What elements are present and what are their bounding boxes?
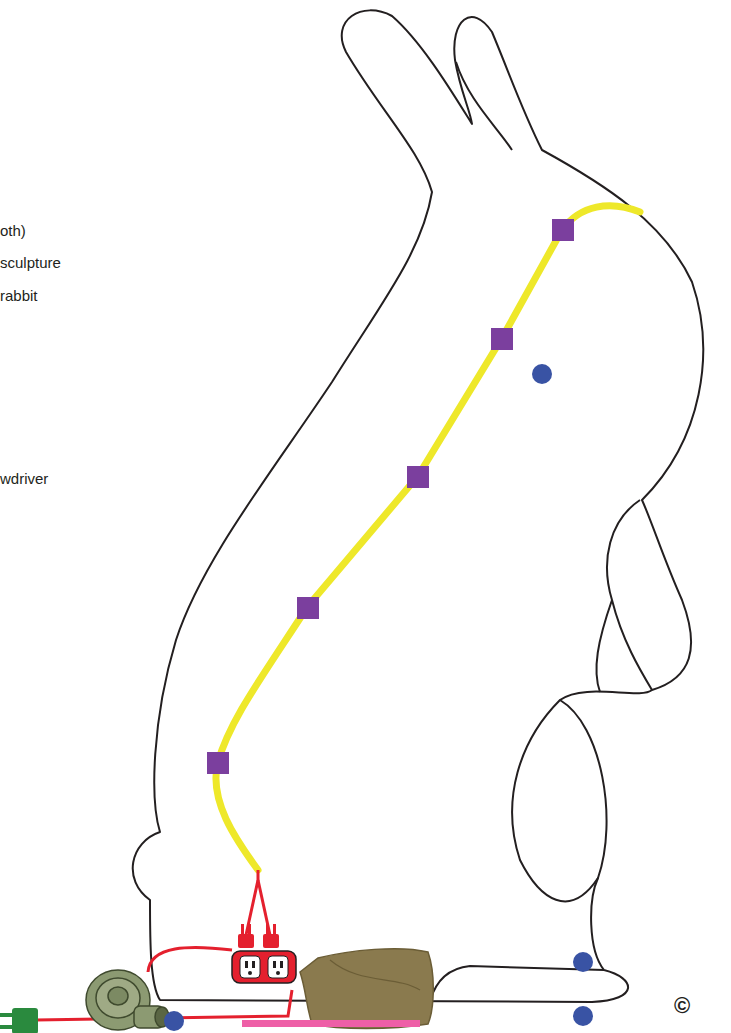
power-strip — [232, 951, 296, 983]
anchor-points — [164, 364, 593, 1031]
red-plugs — [238, 924, 279, 948]
base-bar — [242, 1020, 420, 1027]
sandbag — [300, 949, 433, 1029]
sandbag-fold — [330, 960, 420, 990]
hind-leg-line — [512, 700, 598, 901]
rabbit-outline — [133, 10, 703, 1002]
hind-foot-line — [430, 966, 604, 1001]
cut-label: oth) — [0, 222, 26, 240]
power-cords — [36, 870, 292, 1020]
copyright-mark: © — [674, 997, 690, 1015]
green-plug — [0, 1008, 38, 1033]
cut-label: rabbit — [0, 287, 38, 305]
front-leg-line — [607, 500, 652, 690]
cut-label: sculpture — [0, 254, 61, 272]
light-clips — [207, 219, 574, 774]
ear-line — [456, 62, 512, 150]
front-paw-line — [596, 600, 612, 692]
light-string — [216, 206, 640, 870]
cut-label: wdriver — [0, 470, 48, 488]
gas-regulator — [86, 970, 169, 1030]
